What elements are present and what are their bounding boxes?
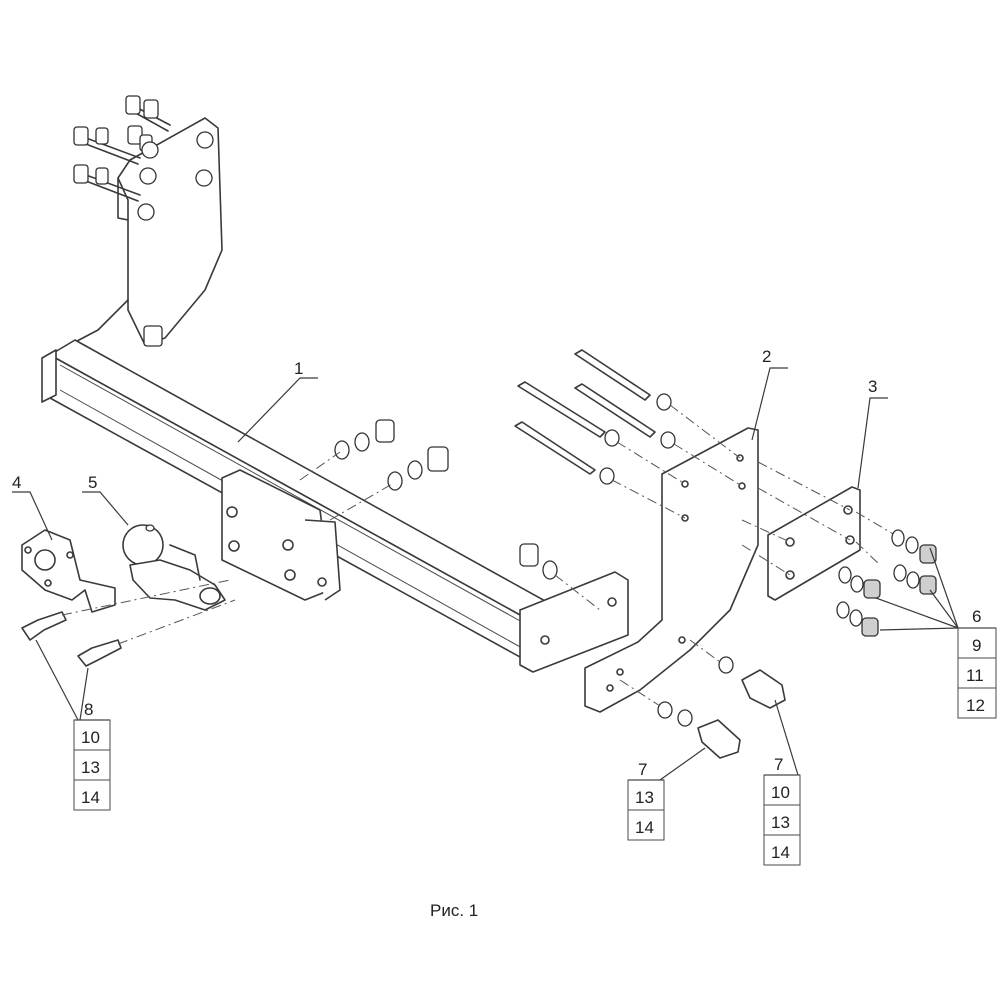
long-bolts (514, 349, 743, 519)
plate-stack-1: 9 (972, 636, 981, 655)
label-part-3: 3 (868, 377, 877, 396)
left-label-stack: 8 10 13 14 (73, 700, 111, 811)
center-fasteners (299, 419, 601, 611)
right-bolt-stack-0: 7 (774, 755, 783, 774)
lower-right-bolts (619, 639, 786, 759)
label-part-1: 1 (294, 359, 303, 378)
plate-nuts (836, 529, 937, 637)
label-part-4: 4 (12, 473, 21, 492)
right-bolt-stack-3: 14 (771, 843, 790, 862)
right-mounting-bracket (584, 427, 759, 713)
left-stack-3: 14 (81, 788, 100, 807)
main-crossbar (41, 339, 629, 673)
plate-stack-0: 6 (972, 607, 981, 626)
left-mounting-bracket (59, 95, 223, 351)
left-stack-2: 13 (81, 758, 100, 777)
label-part-5: 5 (88, 473, 97, 492)
tow-ball-bolts (21, 579, 236, 667)
left-stack-1: 10 (81, 728, 100, 747)
right-bolt-stack-2: 13 (771, 813, 790, 832)
leader-lines (12, 367, 959, 781)
socket-plate (21, 529, 116, 613)
plate-label-stack: 6 9 11 12 (957, 607, 997, 719)
bracket-bolts (73, 95, 214, 347)
mid-stack-1: 13 (635, 788, 654, 807)
label-part-2: 2 (762, 347, 771, 366)
right-bolt-stack-1: 10 (771, 783, 790, 802)
tow-ball (122, 524, 226, 611)
plate-stack-2: 11 (966, 666, 984, 685)
left-stack-0: 8 (84, 700, 93, 719)
plate-stack-3: 12 (966, 696, 985, 715)
figure-caption: Рис. 1 (430, 901, 478, 920)
mid-label-stack: 7 13 14 (627, 760, 665, 841)
part-labels: 1 2 3 4 5 (12, 347, 877, 492)
mid-stack-0: 7 (638, 760, 647, 779)
right-bolt-label-stack: 7 10 13 14 (763, 755, 801, 866)
mid-stack-2: 14 (635, 818, 654, 837)
backing-plate (741, 461, 896, 601)
